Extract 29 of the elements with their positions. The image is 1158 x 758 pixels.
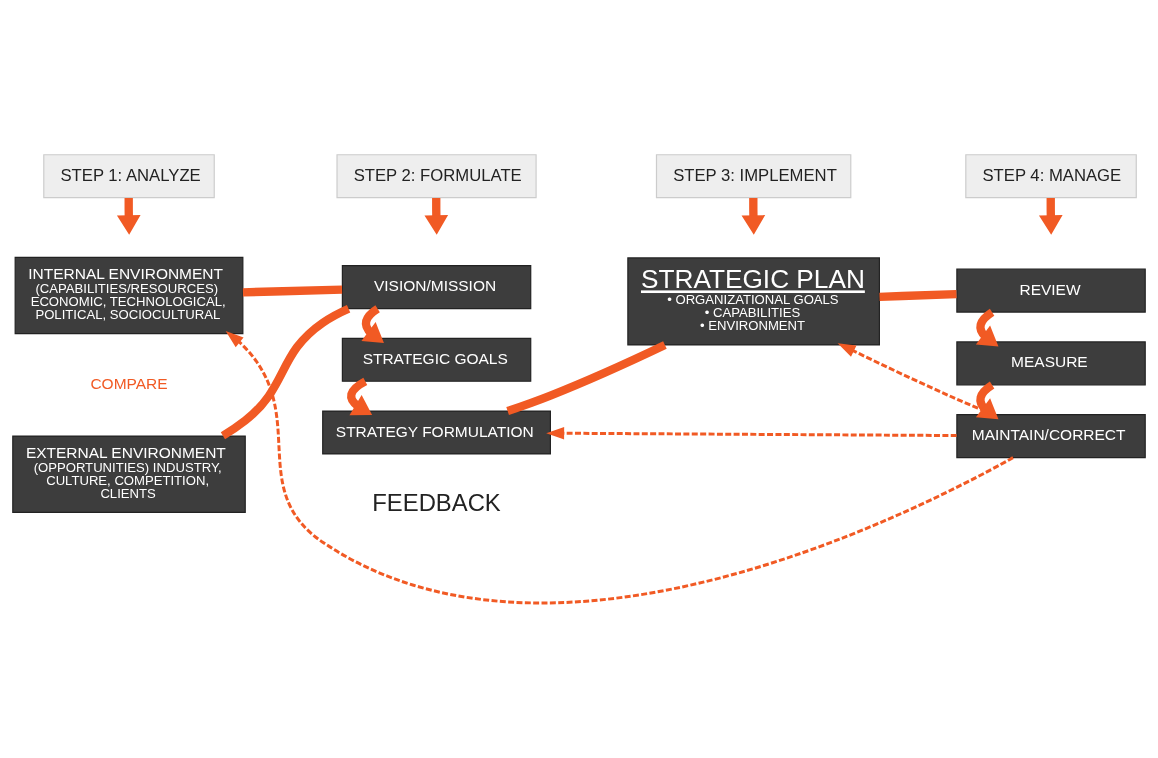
label: COMPARE [90,374,168,392]
label: FEEDBACK [372,489,501,517]
arrow [424,197,449,235]
connector [506,341,667,415]
node-box: EXTERNAL ENVIRONMENT (OPPORTUNITIES) INDUSTRY, CULTURE, COMPETITION, CLIENTS [12,435,246,513]
node-box: STRATEGY FORMULATION [322,410,551,455]
arrow [1038,197,1063,235]
node-box: VISION/MISSION [341,265,532,310]
arrow [741,197,766,235]
connector [220,304,351,440]
node-box: STEP 2: FORMULATE [336,154,537,199]
node-box: STRATEGIC PLAN • ORGANIZATIONAL GOALS • CAPABILITIES • ENVIRONMENT [627,257,880,346]
node-box: STRATEGIC GOALS [341,337,532,382]
node-box: STEP 3: IMPLEMENT [655,154,852,199]
node-box: MEASURE [956,341,1146,386]
node-box: STEP 1: ANALYZE [43,154,215,199]
connector [879,289,957,302]
node-box: REVIEW [956,268,1146,313]
arrow [546,426,957,440]
node-box: INTERNAL ENVIRONMENT (CAPABILITIES/RESOURCES) ECONOMIC, TECHNOLOGICAL, POLITICAL, SOCIOCULTURAL [14,256,244,335]
node-box: STEP 4: MANAGE [965,154,1137,199]
arrow [361,305,384,343]
node-box: MAINTAIN/CORRECT [956,414,1146,459]
arrow [975,381,999,420]
arrow [225,331,1014,604]
connector [242,285,343,297]
arrow [975,308,999,347]
arrow [347,377,373,416]
arrow [116,197,141,235]
